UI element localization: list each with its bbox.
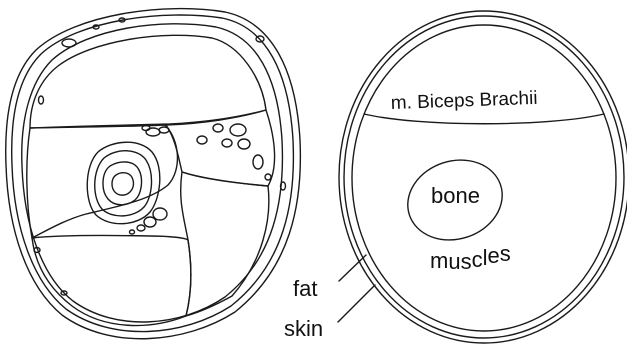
anatomical-fat-boundary bbox=[22, 24, 283, 322]
label-muscles-letters: muscles bbox=[430, 241, 511, 274]
schematic-cross-section: m. Biceps Brachii bone muscles bbox=[339, 11, 627, 343]
skin-leader-line bbox=[338, 285, 375, 322]
anatomical-skin-inner bbox=[12, 15, 294, 332]
vessel bbox=[238, 139, 250, 149]
anatomical-marrow bbox=[112, 173, 133, 195]
label-skin: skin bbox=[284, 316, 323, 341]
vessel bbox=[197, 136, 207, 144]
anatomical-bone-inner bbox=[103, 162, 142, 205]
anatomical-skin-outer bbox=[6, 9, 301, 339]
vessel bbox=[159, 127, 169, 133]
fat-nodule bbox=[39, 96, 44, 104]
vessel bbox=[230, 124, 246, 136]
anatomical-lateral-muscle bbox=[27, 125, 178, 238]
label-muscles-text: muscles bbox=[430, 241, 511, 274]
schematic-skin-inner bbox=[344, 16, 624, 338]
label-bone: bone bbox=[431, 183, 480, 208]
anatomical-triceps-lateral bbox=[181, 172, 269, 316]
label-fat: fat bbox=[293, 276, 317, 301]
anatomical-cross-section bbox=[6, 9, 301, 339]
vessel bbox=[253, 155, 263, 169]
vessel bbox=[137, 225, 145, 231]
label-muscles: muscles bbox=[430, 241, 511, 274]
schematic-skin-outer bbox=[339, 11, 627, 343]
vessel bbox=[222, 139, 232, 147]
anatomical-triceps-medial bbox=[32, 235, 191, 325]
label-biceps: m. Biceps Brachii bbox=[390, 88, 537, 114]
vessel bbox=[153, 208, 167, 220]
vessel bbox=[213, 124, 223, 132]
vessel bbox=[265, 174, 271, 180]
fat-nodule bbox=[62, 39, 76, 47]
vessel bbox=[144, 217, 156, 227]
vessel bbox=[130, 230, 135, 234]
schematic-biceps-boundary bbox=[364, 114, 604, 124]
schematic-muscle-boundary bbox=[352, 25, 616, 331]
callouts: fat skin bbox=[284, 255, 375, 341]
vessel bbox=[146, 128, 160, 136]
